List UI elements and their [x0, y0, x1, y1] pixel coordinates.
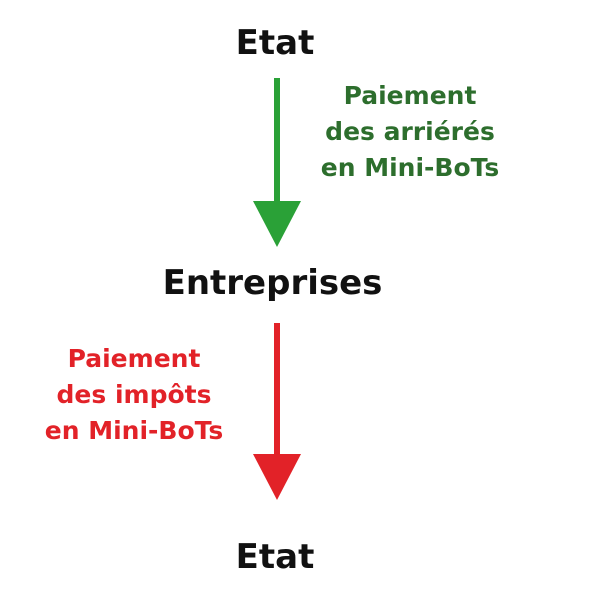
flow-label-line: des impôts: [56, 380, 212, 409]
node-entreprises: Entreprises: [162, 263, 383, 303]
flow-label-line: en Mini-BoTs: [320, 153, 500, 182]
green-arrow: [253, 78, 301, 247]
flow-label-arrears: Paiement des arriérés en Mini-BoTs: [300, 78, 520, 186]
flow-label-line: Paiement: [67, 344, 201, 373]
green-arrow-head: [253, 201, 301, 247]
red-arrow-head: [253, 454, 301, 500]
flow-label-line: Paiement: [343, 81, 477, 110]
node-etat-top: Etat: [235, 23, 315, 63]
flow-label-line: des arriérés: [325, 117, 495, 146]
flow-label-taxes: Paiement des impôts en Mini-BoTs: [24, 341, 244, 449]
node-etat-bottom: Etat: [235, 537, 315, 577]
flow-label-line: en Mini-BoTs: [44, 416, 224, 445]
red-arrow: [253, 323, 301, 500]
